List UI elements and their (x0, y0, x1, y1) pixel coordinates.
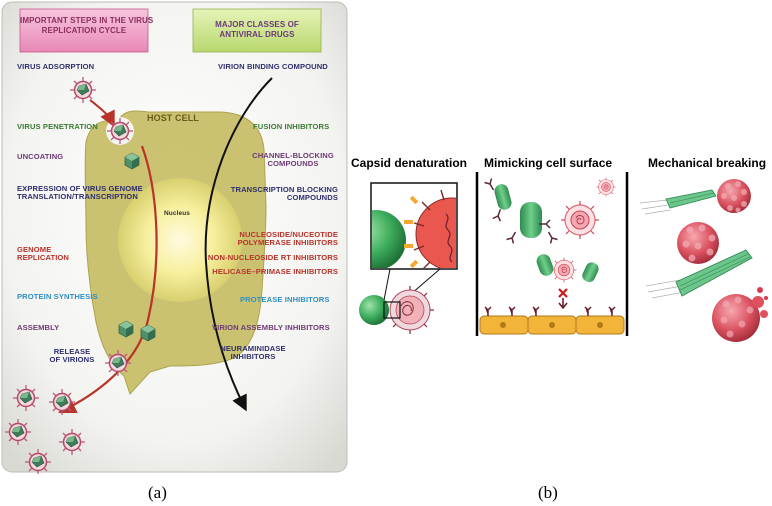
steps-title-box (19, 8, 149, 53)
drug-neuraminidase-line1: NEURAMINIDASE (220, 344, 286, 353)
caption-a: (a) (148, 483, 167, 502)
capsid-cube-icon (118, 320, 134, 338)
host-cell-block (527, 315, 577, 335)
step-protein: PROTEIN SYNTHESIS (17, 292, 98, 301)
drug-neuraminidase-line2: INHIBITORS (230, 352, 276, 362)
drug-transcription: TRANSCRIPTION BLOCKING COMPOUNDS (223, 185, 338, 203)
step-genome-line2: REPLICATION (17, 253, 70, 263)
step-release-line2: OF VIRIONS (49, 355, 95, 365)
nanosheet-icon (494, 184, 512, 210)
step-release-line1: RELEASE (53, 347, 91, 356)
drug-binding: VIRION BINDING COMPOUND (218, 62, 328, 71)
nanoparticle-sphere-icon (372, 210, 406, 268)
drugs-title-line2: ANTIVIRAL DRUGS (219, 30, 295, 39)
mimicking-cell-surface-illustration (479, 177, 625, 335)
drug-helicase: HELICASE–PRIMASE INHIBITORS (212, 267, 338, 276)
antibody-y-icon (492, 207, 505, 222)
host-cell-block (575, 315, 625, 335)
steps-title: IMPORTANT STEPS IN THE VIRUS REPLICATION… (20, 16, 154, 36)
virus-particle-icon (596, 177, 616, 197)
mechanical-breaking-title: Mechanical breaking (648, 156, 767, 170)
replication-arrow (58, 145, 158, 413)
adsorption-arrow (89, 99, 115, 128)
nanosheet-icon (536, 254, 554, 276)
nanoparticle-sphere-icon (359, 295, 389, 325)
step-expression: EXPRESSION OF VIRUS GENOME TRANSLATION/T… (17, 184, 143, 202)
drug-channel: CHANNEL-BLOCKING COMPOUNDS (248, 151, 338, 169)
drugs-title-line1: MAJOR CLASSES OF (215, 20, 299, 29)
antibody-y-icon (505, 229, 520, 245)
step-genome: GENOME REPLICATION (17, 245, 70, 263)
host-cell-block (479, 315, 529, 335)
drug-transcription-line2: COMPOUNDS (286, 193, 338, 203)
step-genome-line1: GENOME (17, 245, 52, 254)
nucleus-label: Nucleus (164, 210, 190, 217)
drug-classes-arrow (204, 77, 273, 412)
step-assembly: ASSEMBLY (17, 323, 60, 332)
mechanical-breaking-illustration (639, 179, 768, 342)
drugs-title-box (192, 8, 322, 53)
capsid-denaturation-title: Capsid denaturation (351, 156, 468, 170)
nanosheet-icon (520, 202, 542, 238)
drug-transcription-line1: TRANSCRIPTION BLOCKING (230, 185, 338, 194)
drug-channel-line2: COMPOUNDS (267, 159, 319, 169)
virus-particle-icon (560, 200, 600, 240)
capsid-cube-icon (124, 152, 140, 170)
zoom-box (370, 182, 458, 270)
replication-cycle-diagram (1, 1, 348, 474)
nanosheet-icon (665, 189, 717, 209)
drug-fusion: FUSION INHIBITORS (253, 122, 330, 131)
nucleus (118, 178, 242, 302)
virus-particle-icon (717, 179, 751, 213)
step-uncoating: UNCOATING (17, 152, 64, 161)
antibody-y-icon (538, 219, 551, 229)
steps-title-line2: REPLICATION CYCLE (41, 26, 127, 35)
step-adsorption: VIRUS ADSORPTION (17, 62, 95, 71)
mimicking-cell-surface-title: Mimicking cell surface (484, 156, 613, 170)
steps-title-line1: IMPORTANT STEPS IN THE VIRUS (20, 16, 154, 25)
host-cell-label: HOST CELL (147, 113, 199, 123)
virus-particle-icon (677, 222, 719, 264)
drug-protease: PROTEASE INHIBITORS (240, 295, 330, 304)
drug-assembly: VIRION ASSEMBLY INHIBITORS (212, 323, 330, 332)
antibody-y-icon (483, 177, 498, 193)
virus-particle-icon (712, 287, 768, 342)
capsid-cube-icon (140, 324, 156, 342)
capsid-denaturation-illustration (359, 182, 458, 334)
drug-neuraminidase: NEURAMINIDASE INHIBITORS (218, 344, 288, 362)
drug-nucleoside-line1: NUCLEOSIDE/NUCEOTIDE (239, 230, 338, 239)
antibody-y-icon (544, 229, 559, 245)
nanosheet-icon (675, 249, 753, 297)
drug-channel-line1: CHANNEL-BLOCKING (252, 151, 334, 160)
drug-nucleoside: NUCLEOSIDE/NUCEOTIDE POLYMERASE INHIBITO… (223, 230, 338, 248)
drugs-title: MAJOR CLASSES OF ANTIVIRAL DRUGS (193, 20, 321, 40)
caption-b: (b) (538, 483, 558, 502)
virus-replication-panel: IMPORTANT STEPS IN THE VIRUS REPLICATION… (0, 0, 350, 474)
drug-nonnucleoside: NON-NUCLEOSIDE RT INHIBITORS (207, 253, 338, 262)
step-penetration: VIRUS PENETRATION (17, 122, 98, 131)
step-expression-line1: EXPRESSION OF VIRUS GENOME (17, 184, 143, 193)
step-expression-line2: TRANSLATION/TRANSCRIPTION (17, 192, 138, 202)
step-release: RELEASE OF VIRIONS (42, 347, 102, 365)
drug-nucleoside-line2: POLYMERASE INHIBITORS (237, 238, 338, 248)
nanosheet-icon (582, 262, 599, 283)
virus-particle-icon (551, 257, 577, 283)
